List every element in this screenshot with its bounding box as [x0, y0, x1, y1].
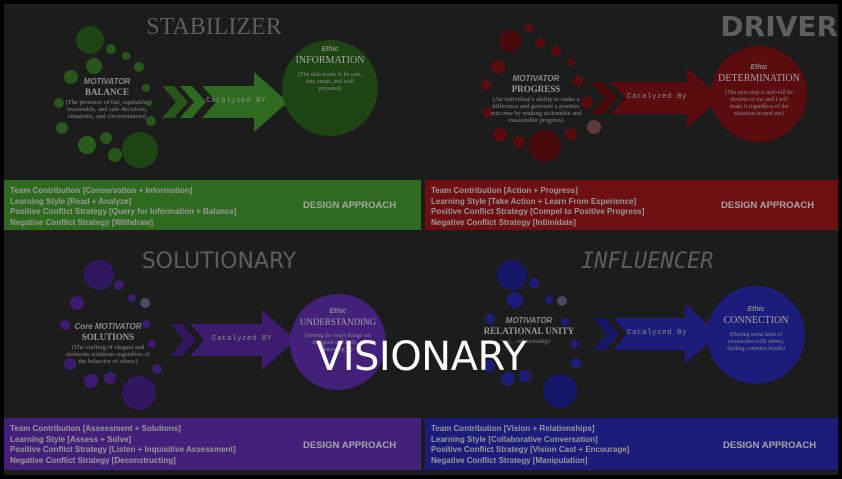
motivator-description: (The presence of fair, equitable, reason… — [65, 99, 149, 120]
quadrant-stabilizer: STABILIZER MOTIVATOR BALANCE (The presen… — [4, 4, 421, 239]
info-bar: Team Contribution [Action + Progress] Le… — [425, 180, 838, 230]
chevron-arrow-icon — [591, 68, 721, 128]
bar-line: Negative Conflict Strategy [Manipulation… — [431, 455, 588, 465]
motivator-label: MOTIVATOR — [83, 77, 131, 86]
ethic-circle: Ethic CONNECTION (Having some kind of co… — [707, 286, 805, 384]
bar-line: Learning Style [Take Action + Learn From… — [431, 196, 637, 206]
ethic-description: (The next step is and will be obvious to… — [725, 90, 793, 117]
ethic-label: Ethic — [329, 308, 347, 315]
bar-line: Negative Conflict Strategy [Deconstructi… — [10, 455, 176, 465]
info-bar: Team Contribution [Vision + Relationship… — [425, 418, 838, 470]
motivator-description: (The crafting of elegant and elaborate s… — [66, 344, 150, 365]
motivator-label: MOTIVATOR — [512, 74, 560, 83]
design-approach-label: DESIGN APPROACH — [303, 440, 397, 451]
quadrant-driver: DRIVER MOTIVATOR PROGRESS (An individual… — [421, 4, 838, 239]
quadrant-solutionary: SOLUTIONARY Core MOTIVATOR SOLUTIONS (Th… — [4, 240, 421, 475]
bar-line: Positive Conflict Strategy [Vision Cast … — [431, 445, 630, 454]
motivator-block: Core MOTIVATOR SOLUTIONS (The crafting o… — [62, 322, 154, 365]
bar-line: Team Contribution [Action + Progress] — [431, 186, 578, 195]
ethic-circle: Ethic DETERMINATION (The next step is an… — [711, 46, 807, 142]
catalyst-label: Catalyzed By — [627, 329, 688, 337]
info-bar: Team Contribution [Conservation + Inform… — [4, 180, 421, 230]
motivator-name: PROGRESS — [511, 84, 561, 94]
quadrant-title: STABILIZER — [146, 14, 282, 40]
catalyst-label: Catalyzed BY — [212, 335, 273, 343]
motivator-block: MOTIVATOR BALANCE (The presence of fair,… — [62, 77, 152, 120]
bar-line: Team Contribution [Vision + Relationship… — [431, 424, 595, 433]
ethic-circle: Ethic INFORMATION (The data needs to be … — [282, 40, 378, 136]
chevron-arrow-icon — [170, 310, 296, 370]
info-bar: Team Contribution [Assessment + Solution… — [4, 418, 421, 470]
ethic-circle: Ethic UNDERSTANDING (Seeing the ways thi… — [290, 294, 386, 390]
quadrant-title: INFLUENCER — [581, 249, 714, 274]
bar-line: Learning Style [Collaborative Conversati… — [431, 434, 598, 444]
slide-frame: STABILIZER MOTIVATOR BALANCE (The presen… — [4, 4, 838, 475]
ethic-label: Ethic — [750, 64, 768, 71]
quadrant-influencer: INFLUENCER MOTIVATOR RELATIONAL UNITY (.… — [421, 240, 838, 475]
design-approach-label: DESIGN APPROACH — [723, 440, 817, 451]
catalyst-label: Catalyzed BY — [206, 97, 267, 105]
bar-line: Positive Conflict Strategy [Query for In… — [10, 207, 237, 216]
motivator-name: RELATIONAL UNITY — [483, 326, 575, 336]
design-approach-label: DESIGN APPROACH — [721, 200, 815, 211]
ethic-description: (Seeing the ways things are designed and… — [305, 333, 371, 353]
ethic-name: CONNECTION — [723, 315, 789, 326]
ethic-label: Ethic — [321, 46, 339, 53]
ethic-name: UNDERSTANDING — [299, 317, 377, 327]
ethic-description: (Having some kind of connection with oth… — [727, 332, 785, 352]
motivator-label: MOTIVATOR — [505, 316, 553, 325]
ethic-description: (The data needs to be safe, fair, smart,… — [298, 72, 362, 92]
bar-line: Negative Conflict Strategy [Withdraw] — [10, 217, 154, 227]
slide-title: VISIONARY — [315, 334, 527, 380]
ethic-label: Ethic — [747, 306, 765, 313]
motivator-name: BALANCE — [84, 87, 129, 97]
catalyst-label: Catalyzed By — [627, 93, 688, 101]
ethic-name: DETERMINATION — [718, 73, 800, 84]
ethic-name: INFORMATION — [295, 55, 365, 66]
bar-line: Learning Style [Read + Analyze] — [10, 196, 132, 206]
chevron-arrow-icon — [162, 72, 288, 132]
quadrant-title: SOLUTIONARY — [141, 249, 297, 274]
motivator-name: SOLUTIONS — [81, 332, 135, 342]
motivator-block: MOTIVATOR PROGRESS (An individual's abil… — [485, 74, 587, 124]
motivator-label: Core MOTIVATOR — [74, 322, 142, 331]
bar-line: Negative Conflict Strategy [Intimidate] — [431, 217, 576, 227]
bar-line: Positive Conflict Strategy [Listen + Inq… — [10, 445, 236, 454]
design-approach-label: DESIGN APPROACH — [303, 200, 397, 211]
bar-line: Team Contribution [Assessment + Solution… — [10, 424, 181, 433]
bar-line: Positive Conflict Strategy [Compel to Po… — [431, 207, 645, 216]
motivator-block: MOTIVATOR RELATIONAL UNITY (... relation… — [481, 316, 577, 345]
bar-line: Learning Style [Assess + Solve] — [10, 434, 132, 444]
chevron-arrow-icon — [593, 304, 719, 364]
motivator-description: (An individual's ability to make a diffe… — [490, 96, 582, 124]
bar-line: Team Contribution [Conservation + Inform… — [10, 186, 193, 195]
quadrant-title: DRIVER — [720, 10, 838, 43]
motivator-description: (... relationship) — [508, 338, 550, 345]
